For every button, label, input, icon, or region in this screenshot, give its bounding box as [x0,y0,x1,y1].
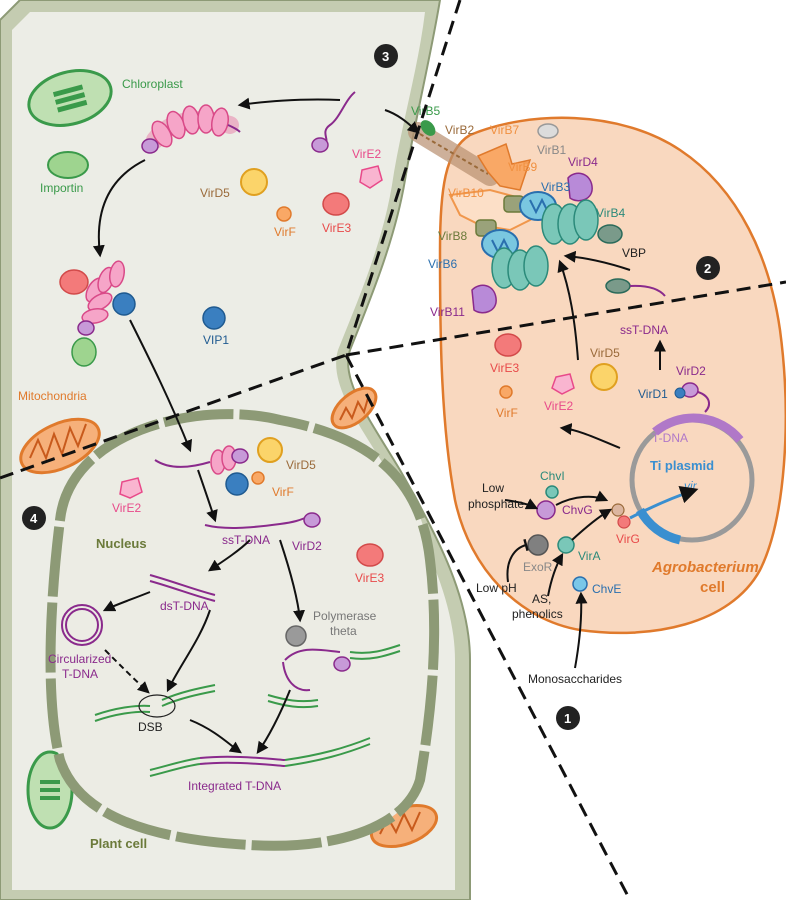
vire2-coated-tcomplex-cytoplasm [141,104,241,154]
step-badge-4: 4 [22,506,46,530]
virf-label-bacterium: VirF [496,406,518,420]
low-phosphate-line2: phosphate [468,497,524,511]
virb11-label: VirB11 [430,305,465,319]
chvi-label: ChvI [540,469,565,483]
ti-plasmid-label: Ti plasmid [650,458,714,473]
importin-protein [47,151,89,179]
virb2-label: VirB2 [445,123,474,137]
vira-label: VirA [578,549,600,563]
virb10-label: VirB10 [448,186,484,200]
t4ss-apparatus [408,120,666,314]
vird1-label: VirD1 [638,387,668,401]
chloroplast-label: Chloroplast [122,77,183,91]
virb9-label: VirB9 [508,160,537,174]
mitochondrion-right [330,386,378,430]
dst-dna-label: dsT-DNA [160,599,209,613]
vird4-label: VirD4 [568,155,598,169]
step-badge-1: 1 [556,706,580,730]
exor-label: ExoR [523,560,553,574]
step-badge-2: 2 [696,256,720,280]
nucleus-label: Nucleus [96,536,147,551]
virb4-label: VirB4 [596,206,625,220]
circularized-label-line2: T-DNA [62,667,98,681]
virf-label-nucleus: VirF [272,485,294,499]
svg-text:3: 3 [382,49,389,64]
virb3-label: VirB3 [541,180,570,194]
agrobacterium-label-line2: cell [700,579,725,596]
vbp-label: VBP [622,246,646,260]
vird5-label-cytoplasm: VirD5 [200,186,230,200]
dsb-label: DSB [138,720,163,734]
chvg-label: ChvG [562,503,593,517]
bacterium-contents: ssT-DNA VirD2 VirD1 VirE3 VirD5 VirE2 Vi… [490,323,759,596]
mitochondria-label: Mitochondria [18,389,87,403]
vip1-label: VIP1 [203,333,229,347]
vire2-protein-cytoplasm [359,165,383,189]
nucleus-contents: VirD5 VirF VirE2 ssT-DNA VirD2 VirE3 dsT… [48,437,401,793]
polymerase-label-line1: Polymerase [313,609,377,623]
importin-label: Importin [40,181,83,195]
step-badge-3: 3 [374,44,398,68]
integrated-tdna-label: Integrated T-DNA [188,779,281,793]
virf-label-cytoplasm: VirF [274,225,296,239]
vire3-protein-cytoplasm [322,192,350,216]
vire2-label-bacterium: VirE2 [544,399,573,413]
vird2-label-bacterium: VirD2 [676,364,706,378]
mitochondrion-left [19,417,101,475]
vird5-label-bacterium: VirD5 [590,346,620,360]
nucleus [45,409,440,851]
low-phosphate-line1: Low [482,481,504,495]
svg-text:4: 4 [30,511,38,526]
pathway-arrows [92,97,699,754]
vire3-label-cytoplasm: VirE3 [322,221,351,235]
incoming-tstrand [311,91,356,153]
vire3-label-nucleus: VirE3 [355,571,384,585]
vire2-label-cytoplasm: VirE2 [352,147,381,161]
virf-protein-cytoplasm [276,206,292,222]
polymerase-label-line2: theta [330,624,357,638]
virb6-label: VirB6 [428,257,457,271]
svg-text:2: 2 [704,261,711,276]
vird5-label-nucleus: VirD5 [286,458,316,472]
plant-cell-label: Plant cell [90,836,147,851]
agrobacterium-label-line1: Agrobacterium [651,559,759,576]
sst-dna-label-nucleus: ssT-DNA [222,533,270,547]
circularized-label-line1: Circularized [48,652,111,666]
chloroplast-top [27,69,113,127]
as-label-line2: phenolics [512,607,563,621]
vire3-label-bacterium: VirE3 [490,361,519,375]
tdna-label-bacterium: T-DNA [652,431,688,445]
chve-label: ChvE [592,582,621,596]
virb8-label: VirB8 [438,229,467,243]
virb1-label: VirB1 [537,143,566,157]
virb7-label: VirB7 [490,123,519,137]
vire2-label-nucleus: VirE2 [112,501,141,515]
tcomplex-with-importin [59,260,136,367]
as-label-line1: AS, [532,592,551,606]
vird5-protein-cytoplasm [240,168,268,196]
vird2-label-nucleus: VirD2 [292,539,322,553]
svg-text:1: 1 [564,711,571,726]
external-signals: Low phosphate Low pH AS, phenolics Monos… [468,481,622,686]
low-ph-label: Low pH [476,581,517,595]
sst-dna-label-bacterium: ssT-DNA [620,323,668,337]
vip1-protein [202,306,226,330]
virg-label: VirG [616,532,640,546]
monosaccharides-label: Monosaccharides [528,672,622,686]
